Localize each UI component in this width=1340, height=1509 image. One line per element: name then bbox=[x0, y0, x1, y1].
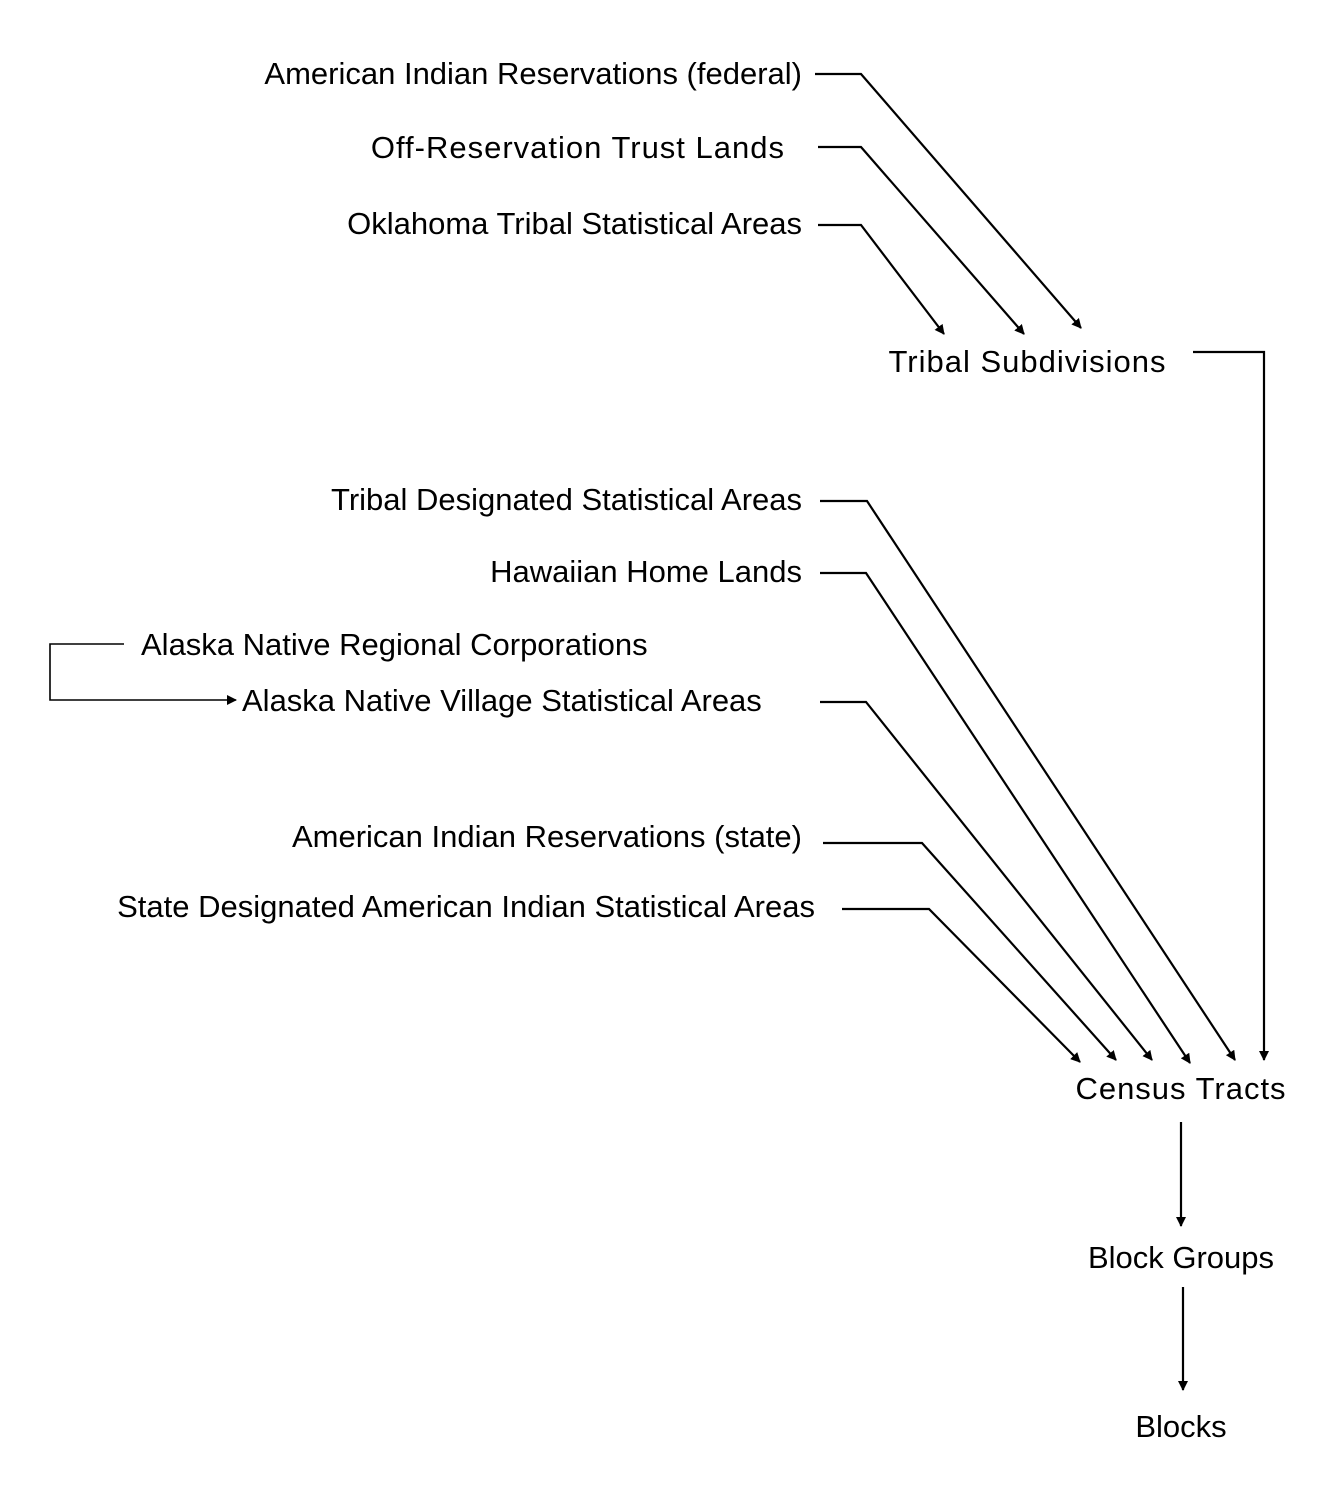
node-american-indian-reservations-state: American Indian Reservations (state) bbox=[291, 819, 802, 854]
node-census-tracts: Census Tracts bbox=[1075, 1071, 1287, 1106]
node-american-indian-reservations-federal: American Indian Reservations (federal) bbox=[264, 56, 802, 91]
edge-sdaisa-to-census-tracts bbox=[842, 907, 1081, 1063]
edge-anvsa-to-census-tracts bbox=[820, 700, 1153, 1061]
edge-hawaiian-to-census-tracts bbox=[820, 571, 1191, 1064]
node-tribal-designated-statistical-areas: Tribal Designated Statistical Areas bbox=[331, 482, 802, 517]
edge-air-federal-to-tribal-subdivisions bbox=[815, 72, 1082, 329]
node-hawaiian-home-lands: Hawaiian Home Lands bbox=[490, 554, 802, 589]
node-tribal-subdivisions: Tribal Subdivisions bbox=[888, 344, 1167, 379]
edge-tribal-subdivisions-to-census-tracts bbox=[1193, 350, 1269, 1061]
edge-tdsa-to-census-tracts bbox=[820, 499, 1236, 1061]
node-alaska-native-village-statistical-areas: Alaska Native Village Statistical Areas bbox=[242, 683, 762, 718]
edge-otsa-to-tribal-subdivisions bbox=[818, 223, 945, 335]
node-block-groups: Block Groups bbox=[1087, 1240, 1275, 1275]
node-alaska-native-regional-corporations: Alaska Native Regional Corporations bbox=[141, 627, 648, 662]
node-off-reservation-trust-lands: Off-Reservation Trust Lands bbox=[370, 130, 785, 165]
node-oklahoma-tribal-statistical-areas: Oklahoma Tribal Statistical Areas bbox=[347, 206, 802, 241]
edge-anrc-to-anvsa bbox=[49, 643, 237, 705]
node-blocks: Blocks bbox=[1135, 1409, 1227, 1444]
node-state-designated-american-indian-statistical-areas: State Designated American Indian Statist… bbox=[117, 889, 815, 924]
edge-off-reservation-to-tribal-subdivisions bbox=[818, 145, 1025, 335]
edge-air-state-to-census-tracts bbox=[823, 841, 1117, 1061]
